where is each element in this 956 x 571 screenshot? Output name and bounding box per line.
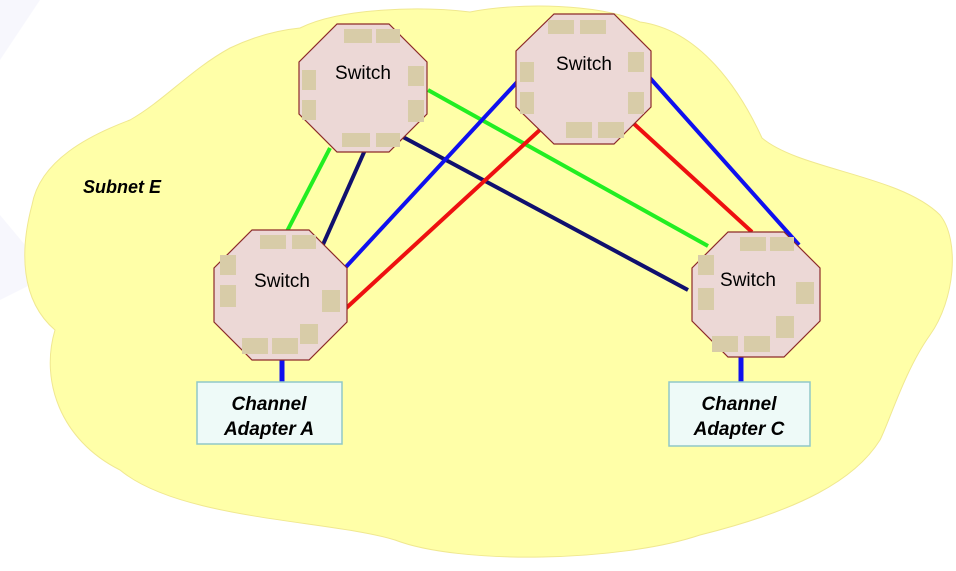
switch-ports: [698, 237, 814, 352]
switch-label: Switch: [335, 63, 391, 84]
switch-top-right[interactable]: Switch: [515, 13, 652, 145]
adapter-label-line2: Adapter A: [223, 419, 314, 440]
link-tr-br-red: [630, 120, 754, 234]
switch-top-left[interactable]: Switch: [298, 23, 428, 153]
adapter-label-line1: Channel: [232, 394, 308, 415]
link-tl-bl-navy: [319, 149, 367, 250]
link-tl-br-green: [427, 88, 709, 248]
subnet-label: Subnet E: [83, 177, 162, 197]
switch-bottom-left[interactable]: Switch: [213, 229, 348, 361]
link-tr-bl-blue: [330, 78, 521, 284]
adapter-label-line1: Channel: [702, 394, 778, 415]
switch-ports: [302, 29, 424, 147]
switch-label: Switch: [556, 54, 612, 75]
switch-ports: [520, 20, 644, 138]
link-tr-br-blue: [648, 76, 801, 247]
switch-ports: [220, 235, 340, 354]
link-tl-br-navy: [402, 135, 689, 292]
switch-bottom-right[interactable]: Switch: [691, 231, 821, 358]
link-layer: [279, 76, 801, 382]
channel-adapter-c[interactable]: Channel Adapter C: [668, 381, 811, 447]
switch-label: Switch: [254, 271, 310, 292]
link-tl-bl-green: [281, 147, 332, 240]
link-tr-bl-red: [316, 125, 545, 336]
channel-adapter-a[interactable]: Channel Adapter A: [196, 381, 343, 445]
adapter-label-line2: Adapter C: [693, 419, 785, 440]
switch-label: Switch: [720, 270, 776, 291]
